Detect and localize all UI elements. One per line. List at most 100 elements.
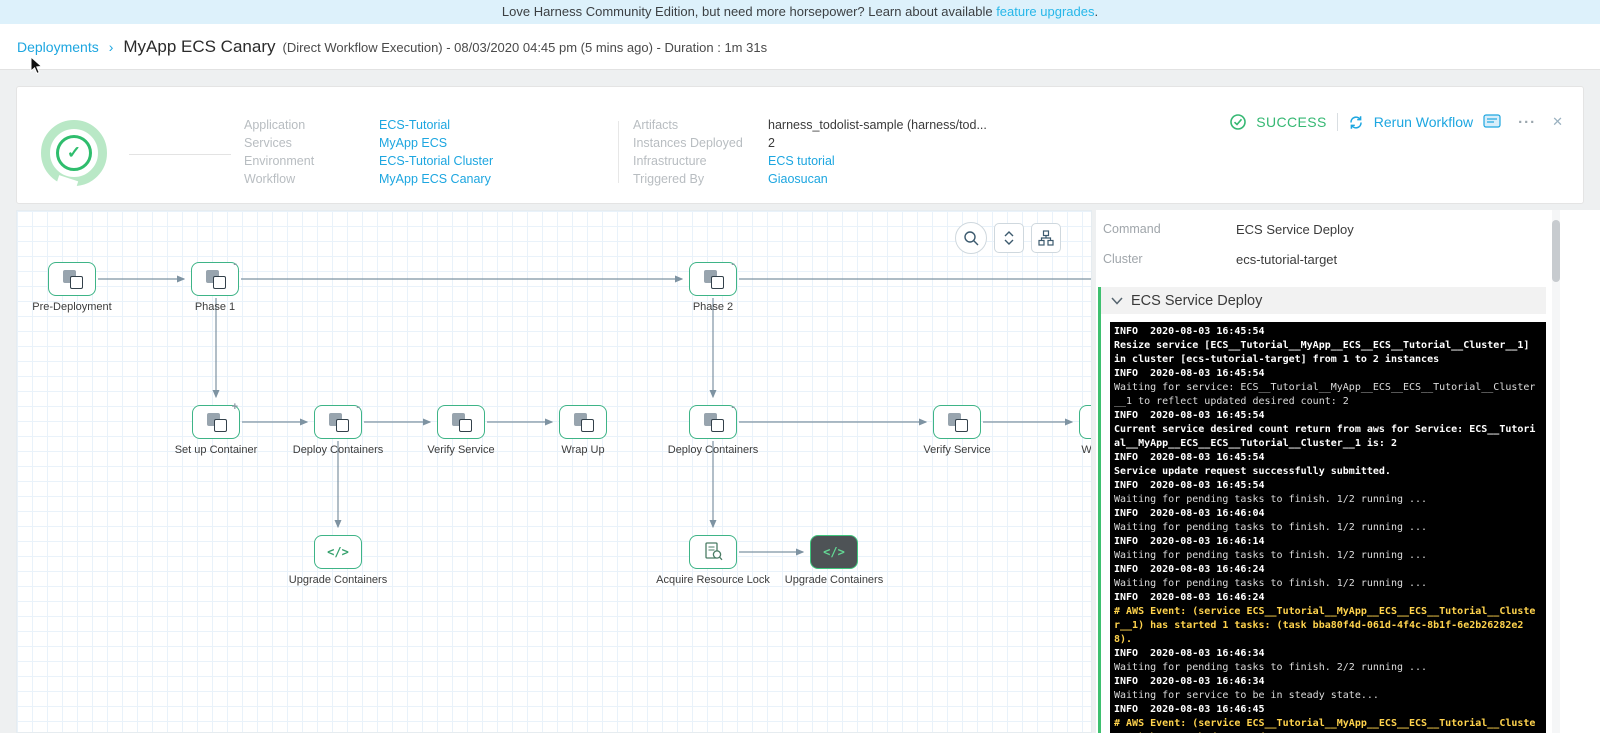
field-label: Application: [244, 118, 306, 132]
cluster-value: ecs-tutorial-target: [1236, 252, 1338, 267]
log-line: INFO 2020-08-03 16:46:04: [1114, 508, 1265, 519]
execution-meta: (Direct Workflow Execution) - 08/03/2020…: [282, 40, 768, 55]
zoom-search-button[interactable]: [955, 222, 987, 254]
workflow-node-uc1: </>Upgrade Containers: [278, 535, 398, 587]
field-value[interactable]: ECS-Tutorial: [379, 118, 451, 132]
node-box[interactable]: [1079, 405, 1091, 439]
field-label: Artifacts: [633, 118, 679, 132]
summary-field: Artifacts harness_todolist-sample (harnes…: [633, 119, 987, 132]
log-line: INFO 2020-08-03 16:45:54: [1114, 326, 1265, 337]
vertical-chevrons-icon: [1004, 231, 1014, 245]
step-squares-icon-front: [581, 419, 594, 432]
field-value[interactable]: MyApp ECS: [379, 136, 448, 150]
section-title: ECS Service Deploy: [1131, 292, 1263, 309]
summary-field: Services MyApp ECS: [244, 137, 493, 150]
check-circle-icon: ✓: [56, 135, 92, 171]
field-value[interactable]: Giaosucan: [768, 172, 828, 186]
code-icon: </>: [823, 545, 845, 559]
node-toggle-icon[interactable]: -: [233, 258, 237, 270]
node-box[interactable]: [437, 405, 485, 439]
node-box[interactable]: -: [689, 401, 737, 439]
command-row: Command ECS Service Deploy: [1103, 222, 1600, 237]
log-section: ECS Service Deploy INFO 2020-08-03 16:45…: [1098, 287, 1546, 733]
workflow-node-p1: -Phase 1: [155, 258, 275, 314]
field-value[interactable]: MyApp ECS Canary: [379, 172, 491, 186]
tree-layout-icon: [1038, 230, 1054, 246]
search-icon: [963, 230, 978, 245]
node-box[interactable]: +: [192, 401, 240, 439]
step-details-panel: Command ECS Service Deploy Cluster ecs-t…: [1096, 210, 1600, 733]
node-toggle-icon[interactable]: -: [731, 401, 735, 413]
scrollbar-thumb[interactable]: [1552, 220, 1560, 282]
step-squares-icon-front: [214, 419, 227, 432]
node-box[interactable]: </>: [314, 535, 362, 569]
workflow-node-wu2: Wrap Up: [1043, 405, 1092, 457]
layout-tree-button[interactable]: [1031, 223, 1061, 253]
feedback-console-icon[interactable]: [1483, 114, 1502, 130]
chevron-right-icon: ›: [108, 38, 114, 55]
node-toggle-icon[interactable]: -: [731, 258, 735, 270]
graph-nodes: Pre-Deployment-Phase 1-Phase 2+Set up Co…: [17, 211, 1091, 732]
workflow-node-pre: Pre-Deployment: [17, 262, 132, 314]
field-label: Workflow: [244, 172, 296, 186]
breadcrumb: Deployments › MyApp ECS Canary (Direct W…: [0, 24, 1600, 75]
log-line: INFO 2020-08-03 16:45:54: [1114, 410, 1265, 421]
breadcrumb-deployments-link[interactable]: Deployments: [17, 38, 99, 55]
log-line: INFO 2020-08-03 16:46:34: [1114, 676, 1265, 687]
node-label: Deploy Containers: [292, 444, 384, 456]
log-line: INFO 2020-08-03 16:45:54: [1114, 368, 1265, 379]
feature-upgrades-link[interactable]: feature upgrades: [996, 4, 1095, 19]
panel-scrollbar[interactable]: [1552, 210, 1560, 733]
node-label: Verify Service: [427, 444, 495, 456]
node-box[interactable]: </>: [810, 535, 858, 569]
field-label: Instances Deployed: [633, 136, 743, 150]
field-label: Services: [244, 136, 292, 150]
expand-collapse-vertical-button[interactable]: [994, 223, 1024, 253]
node-label: Set up Container: [174, 444, 258, 456]
actions-divider: [1336, 113, 1338, 131]
node-toggle-icon[interactable]: +: [231, 401, 238, 413]
step-squares-icon-front: [711, 276, 724, 289]
cluster-label: Cluster: [1103, 252, 1143, 266]
node-box[interactable]: [689, 535, 737, 569]
field-value[interactable]: ECS-Tutorial Cluster: [379, 154, 494, 168]
field-value: harness_todolist-sample (harness/tod...: [768, 118, 987, 132]
log-line: Waiting for pending tasks to finish. 1/2…: [1114, 522, 1428, 533]
status-badge: SUCCESS: [1256, 114, 1327, 130]
log-line: INFO 2020-08-03 16:46:24: [1114, 564, 1265, 575]
node-label: Verify Service: [923, 444, 991, 456]
fields-divider: [618, 121, 619, 183]
node-box[interactable]: -: [191, 258, 239, 296]
more-options-icon[interactable]: ···: [1518, 113, 1537, 131]
banner-suffix: .: [1094, 4, 1099, 19]
node-box[interactable]: [933, 405, 981, 439]
workflow-node-wu1: Wrap Up: [523, 405, 643, 457]
node-label: Wrap Up: [1081, 444, 1092, 456]
node-label: Pre-Deployment: [32, 301, 112, 313]
node-box[interactable]: [559, 405, 607, 439]
log-line: INFO 2020-08-03 16:46:34: [1114, 648, 1265, 659]
field-value[interactable]: ECS tutorial: [768, 154, 835, 168]
field-label: Environment: [244, 154, 315, 168]
close-icon[interactable]: ✕: [1552, 114, 1563, 129]
node-toggle-icon[interactable]: -: [356, 401, 360, 413]
node-box[interactable]: -: [689, 258, 737, 296]
rerun-workflow-button[interactable]: Rerun Workflow: [1373, 114, 1474, 130]
log-line: INFO 2020-08-03 16:45:54: [1114, 480, 1265, 491]
workflow-status-icon: ✓: [41, 120, 107, 192]
log-line: Waiting for pending tasks to finish. 1/2…: [1114, 578, 1428, 589]
summary-field: Workflow MyApp ECS Canary: [244, 173, 493, 186]
log-line: Waiting for service: ECS__Tutorial__MyAp…: [1114, 382, 1536, 407]
node-label: Deploy Containers: [667, 444, 759, 456]
command-label: Command: [1103, 222, 1161, 236]
node-label: Phase 2: [692, 301, 734, 313]
node-box[interactable]: -: [314, 401, 362, 439]
node-box[interactable]: [48, 262, 96, 296]
section-ecs-service-deploy[interactable]: ECS Service Deploy: [1101, 287, 1546, 314]
rerun-icon[interactable]: [1348, 115, 1364, 130]
workflow-graph-canvas[interactable]: Pre-Deployment-Phase 1-Phase 2+Set up Co…: [16, 210, 1092, 733]
log-line: INFO 2020-08-03 16:46:45: [1114, 704, 1265, 715]
